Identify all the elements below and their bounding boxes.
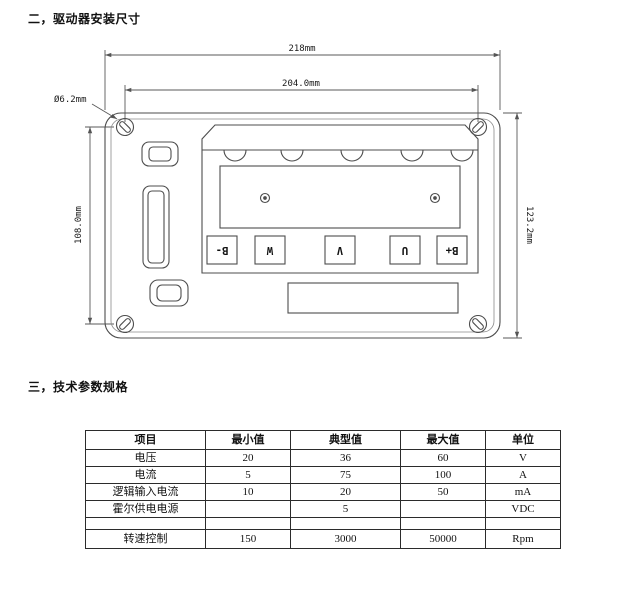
table-cell: [485, 517, 561, 530]
table-cell: 5: [290, 500, 401, 518]
table-row-hall-supply: 霍尔供电电源 5 VDC: [85, 500, 561, 518]
enclosure-outline: [104, 112, 501, 339]
table-cell: [400, 517, 486, 530]
table-cell: 50000: [400, 529, 486, 549]
terminal-u: [389, 235, 421, 265]
table-cell: 20: [290, 483, 401, 501]
table-cell: 50: [400, 483, 486, 501]
panel-center-plate: [219, 165, 461, 229]
terminal-post-bumps: [223, 149, 474, 162]
table-cell: 3000: [290, 529, 401, 549]
terminal-v: [324, 235, 356, 265]
table-row-current: 电流 5 75 100 A: [85, 466, 561, 484]
table-cell: V: [485, 449, 561, 467]
table-cell: 霍尔供电电源: [85, 500, 206, 518]
installation-drawing: 218mm 204.0mm 123.2mm 108.0mm Ø6.2mm: [54, 44, 534, 339]
enclosure-inner-outline: [110, 118, 495, 333]
terminal-label-b-plus: B+: [446, 244, 459, 256]
col-header-min: 最小值: [205, 430, 291, 450]
table-cell: [290, 517, 401, 530]
col-header-typical: 典型值: [290, 430, 401, 450]
dim-overall-height: [503, 112, 522, 339]
mounting-hole-bottom-left: [115, 314, 135, 334]
table-row-spacer: [85, 517, 561, 530]
terminal-label-v: V: [336, 244, 343, 256]
table-cell: 10: [205, 483, 291, 501]
terminal-b-plus: [436, 235, 468, 265]
table-cell: [205, 517, 291, 530]
col-header-unit: 单位: [485, 430, 561, 450]
dim-label-hole-spacing-height: 108.0mm: [74, 206, 84, 244]
section-title-mounting-dimensions: 二，驱动器安装尺寸: [28, 12, 141, 26]
table-cell: 5: [205, 466, 291, 484]
dim-label-hole-diameter: Ø6.2mm: [54, 94, 87, 105]
dim-label-overall-height: 123.2mm: [524, 206, 534, 244]
screw-right: [429, 192, 441, 204]
nameplate: [287, 282, 459, 314]
table-row-speed-control: 转速控制 150 3000 50000 Rpm: [85, 529, 561, 549]
table-cell: [205, 500, 291, 518]
section-title-technical-specs: 三，技术参数规格: [28, 380, 129, 394]
table-cell: A: [485, 466, 561, 484]
mounting-hole-top-left: [115, 117, 135, 137]
table-cell: 20: [205, 449, 291, 467]
table-row-logic-input-current: 逻辑输入电流 10 20 50 mA: [85, 483, 561, 501]
screw-left: [259, 192, 271, 204]
terminal-label-b-minus: B-: [216, 244, 229, 256]
dim-hole-spacing-height: [85, 126, 114, 325]
table-cell: [85, 517, 206, 530]
table-row-voltage: 电压 20 36 60 V: [85, 449, 561, 467]
connector-tall: [142, 185, 170, 269]
terminal-label-u: U: [402, 244, 408, 256]
connector-small-top: [141, 141, 179, 167]
table-cell: 60: [400, 449, 486, 467]
table-cell: [400, 500, 486, 518]
dim-label-hole-spacing-width: 204.0mm: [282, 79, 320, 89]
mounting-hole-bottom-right: [468, 314, 488, 334]
hole-diameter-callout: [91, 103, 118, 120]
table-cell: 100: [400, 466, 486, 484]
table-cell: 电压: [85, 449, 206, 467]
table-cell: 逻辑输入电流: [85, 483, 206, 501]
connector-small-bottom: [149, 279, 189, 307]
table-cell: VDC: [485, 500, 561, 518]
dim-label-overall-width: 218mm: [288, 44, 315, 54]
table-cell: 电流: [85, 466, 206, 484]
terminal-w: [254, 235, 286, 265]
table-cell: mA: [485, 483, 561, 501]
table-cell: Rpm: [485, 529, 561, 549]
table-cell: 转速控制: [85, 529, 206, 549]
col-header-item: 项目: [85, 430, 206, 450]
dim-overall-width: [104, 50, 501, 110]
terminal-label-w: W: [266, 244, 273, 256]
spec-table: 项目 最小值 典型值 最大值 单位 电压 20 36 60 V 电流 5 75 …: [85, 430, 561, 549]
col-header-max: 最大值: [400, 430, 486, 450]
terminal-panel: [201, 124, 479, 274]
table-cell: 150: [205, 529, 291, 549]
table-cell: 75: [290, 466, 401, 484]
mounting-hole-top-right: [468, 117, 488, 137]
table-cell: 36: [290, 449, 401, 467]
terminal-b-minus: [206, 235, 238, 265]
spec-table-header-row: 项目 最小值 典型值 最大值 单位: [85, 430, 561, 450]
dim-hole-spacing-width: [124, 85, 479, 122]
